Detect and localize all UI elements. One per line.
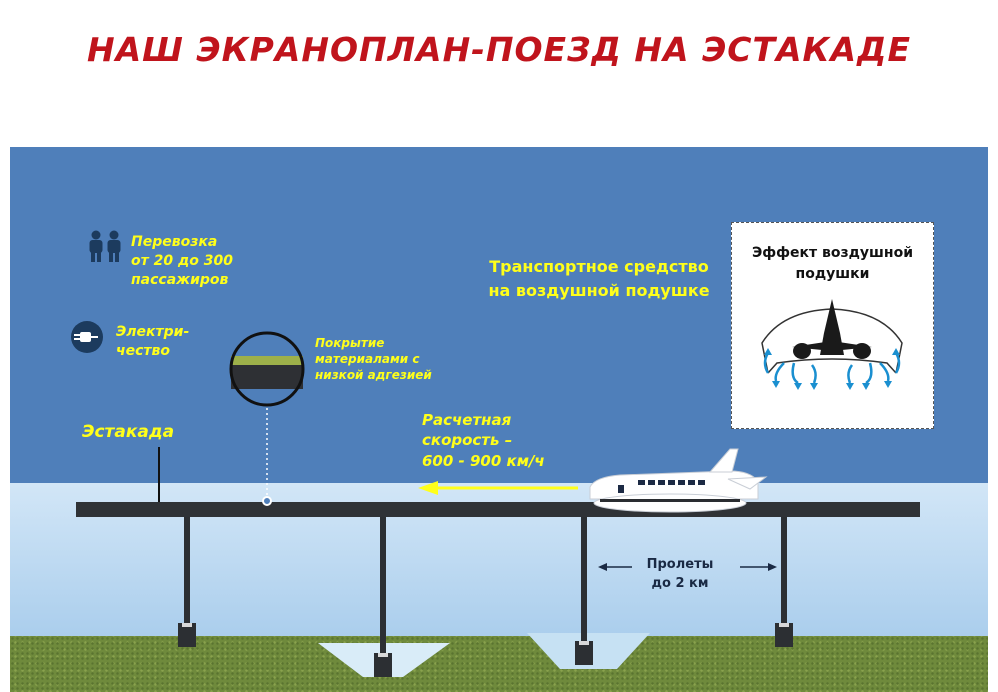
coating-label: Покрытие материалами с низкой адгезией <box>315 335 432 384</box>
diagram-scene: Перевозка от 20 до 300 пассажиров Электр… <box>10 147 988 692</box>
arrow-left-icon <box>418 481 578 495</box>
coating-line-3: низкой адгезией <box>315 368 432 383</box>
page-title: НАШ ЭКРАНОПЛАН-ПОЕЗД НА ЭСТАКАДЕ <box>87 30 911 69</box>
electricity-line-1: Электри- <box>116 324 190 340</box>
speed-line-3: 600 - 900 км/ч <box>422 451 545 470</box>
speed-line-2: скорость – <box>422 431 513 450</box>
effect-line-1: Эффект воздушной <box>751 245 914 261</box>
effect-title: Эффект воздушной подушки <box>732 243 933 285</box>
speed-line-1: Расчетная <box>422 411 512 429</box>
people-icon <box>89 230 121 262</box>
passengers-line-1: Перевозка <box>131 234 218 250</box>
electricity-line-2: чество <box>116 342 170 359</box>
vehicle-line-1: Транспортное средство <box>489 257 709 276</box>
pillar-caps <box>182 623 789 657</box>
air-cushion-icon <box>761 299 903 390</box>
spans-label: Пролеты до 2 км <box>640 556 720 594</box>
ekranoplan-train <box>589 448 768 513</box>
ground <box>10 636 988 692</box>
speed-label: Расчетная скорость – 600 - 900 км/ч <box>422 410 545 471</box>
vehicle-label: Транспортное средство на воздушной подуш… <box>460 255 738 303</box>
diagram-graphics <box>71 230 920 677</box>
pillars <box>178 517 793 677</box>
spans-line-2: до 2 км <box>651 575 709 591</box>
spans-line-1: Пролеты <box>646 557 714 572</box>
coating-point <box>262 496 272 506</box>
electricity-label: Электри- чество <box>116 323 189 361</box>
overpass-deck <box>76 502 920 517</box>
overpass-label: Эстакада <box>82 422 175 442</box>
vehicle-line-2: на воздушной подушке <box>488 281 710 300</box>
air-cushion-effect-box: Эффект воздушной подушки <box>731 222 934 429</box>
coating-line-2: материалами с <box>315 352 420 367</box>
passengers-line-2: от 20 до 300 <box>131 252 233 269</box>
passengers-line-3: пассажиров <box>131 271 229 288</box>
plug-icon <box>71 321 103 353</box>
coating-magnifier <box>229 331 305 407</box>
coating-line-1: Покрытие <box>315 336 385 350</box>
spans-arrows <box>598 563 777 571</box>
passengers-label: Перевозка от 20 до 300 пассажиров <box>131 233 233 290</box>
effect-line-2: подушки <box>795 266 870 282</box>
